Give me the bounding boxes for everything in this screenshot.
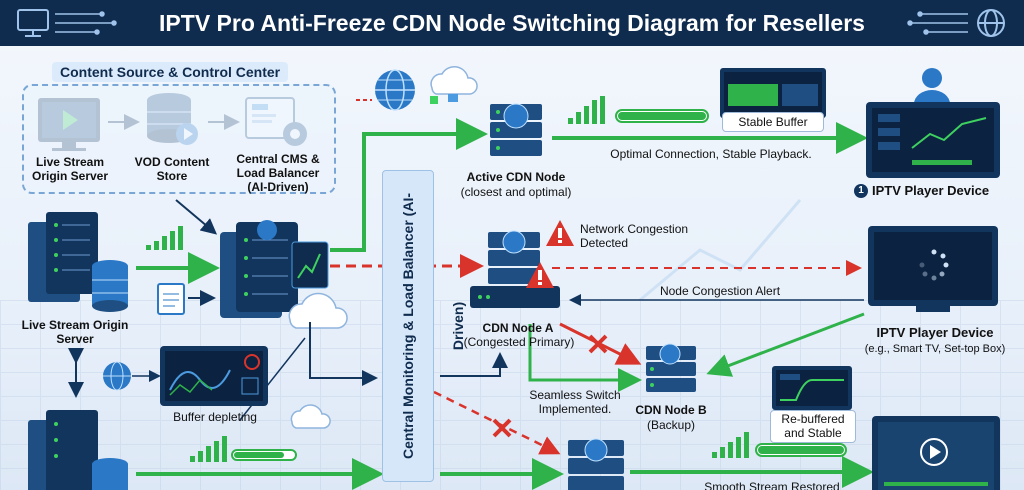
server-rack-icon [28,212,128,312]
server-rack-icon [28,410,128,490]
loading-spinner-icon [919,249,949,281]
cdn-node-b-icon [646,343,696,392]
player1-label: IPTV Player Device [872,183,990,198]
rebuffered-screen-icon [772,366,852,410]
content-source-box [22,84,336,194]
smooth-stream-label: Smooth Stream Restored [704,480,840,490]
congestion-label: Network Congestion Detected [580,222,689,250]
circuit-lines-icon [55,11,968,35]
x-mark-icon [588,334,608,354]
central-monitoring-column: Central Monitoring & Load Balancer (AI-D… [382,170,466,482]
player2-label: IPTV Player Device [876,325,994,340]
content-source-title: Content Source & Control Center [52,62,289,82]
warning-icon [526,262,554,288]
node-b-name: CDN Node B [635,403,707,417]
user-avatar-icon [914,68,950,104]
node-a-sub: (Congested Primary) [463,335,575,349]
congestion-alert-label: Node Congestion Alert [659,284,781,298]
signal-bars-icon [190,436,227,462]
stable-buffer-screen-icon [720,68,826,118]
step-number-badge [854,184,868,198]
optimal-connection-label: Optimal Connection, Stable Playback. [610,147,812,161]
document-icon [157,283,185,315]
active-node-sub: (closest and optimal) [460,185,572,199]
player-device-icon [868,226,998,312]
rebuffered-label: Re-buffered and Stable [770,410,856,443]
seamless-switch-label: Seamless Switch Implemented. [529,388,621,416]
signal-bars-icon [146,226,183,250]
node-b-sub: (Backup) [646,418,696,432]
active-node-name: Active CDN Node [466,170,566,184]
cdn-node-icon [568,438,624,490]
signal-bars-icon [712,432,749,458]
signal-bars-icon [568,96,605,124]
player-device-icon [872,416,1000,490]
page-title: IPTV Pro Anti-Freeze CDN Node Switching … [159,10,865,36]
central-server-icon [220,220,329,318]
warning-icon [546,220,574,246]
globe-icon [375,69,415,111]
stable-buffer-label: Stable Buffer [722,112,824,132]
active-cdn-node-icon [490,103,542,156]
live-stream-origin-2-label: Live Stream Origin Server [21,318,129,346]
globe-icon [103,361,131,391]
cloud-icon [430,66,478,95]
monitor-icon [17,9,49,37]
x-mark-icon [492,418,512,438]
player1-number: 1 [858,185,864,196]
vod-store-label: VOD Content Store [134,155,210,183]
cloud-icon [288,292,348,329]
central-cms-label: Central CMS & Load Balancer (AI-Driven) [236,152,320,194]
buffer-depleting-label: Buffer depleting [173,410,257,424]
central-monitoring-label: Central Monitoring & Load Balancer (AI-D… [400,193,466,460]
live-stream-origin-label: Live Stream Origin Server [31,155,109,183]
globe-icon [977,9,1005,37]
cloud-icon [290,404,331,429]
player2-sub: (e.g., Smart TV, Set-top Box) [864,343,1006,355]
title-bar [0,0,1024,46]
cdn-node-a-icon [470,230,560,308]
node-a-name: CDN Node A [482,321,554,335]
player-device-icon [866,102,1000,178]
buffer-monitor-icon [160,346,268,406]
